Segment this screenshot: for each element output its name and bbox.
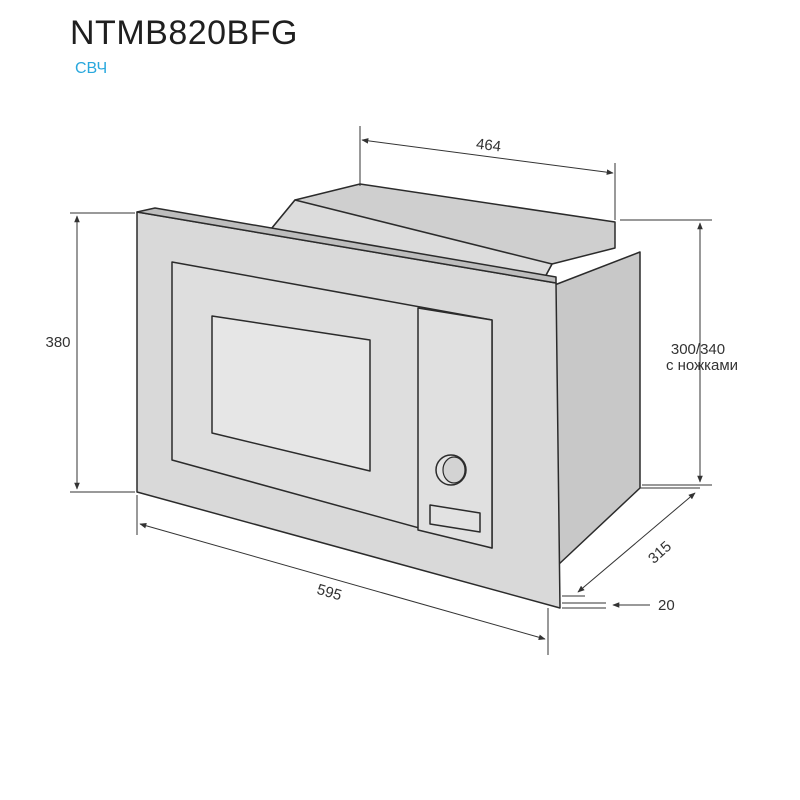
control-knob-inner bbox=[442, 456, 466, 484]
label-380: 380 bbox=[45, 334, 70, 351]
model-title: NTMB820BFG bbox=[70, 14, 298, 52]
side-body bbox=[551, 251, 641, 566]
dim-line-464 bbox=[361, 138, 614, 175]
category-label: СВЧ bbox=[75, 60, 108, 77]
door-window bbox=[211, 315, 371, 472]
dim-line-315 bbox=[577, 492, 696, 593]
dimension-lines bbox=[70, 126, 712, 655]
label-300-340: 300/340 bbox=[671, 341, 725, 358]
label-with-legs: с ножками bbox=[666, 357, 738, 374]
frame-top-edge bbox=[136, 207, 557, 284]
label-20: 20 bbox=[658, 597, 675, 614]
dim-line-595 bbox=[139, 523, 546, 640]
label-595: 595 bbox=[315, 581, 344, 604]
label-315: 315 bbox=[645, 538, 675, 567]
microwave-body bbox=[136, 183, 641, 609]
label-464: 464 bbox=[475, 136, 502, 156]
